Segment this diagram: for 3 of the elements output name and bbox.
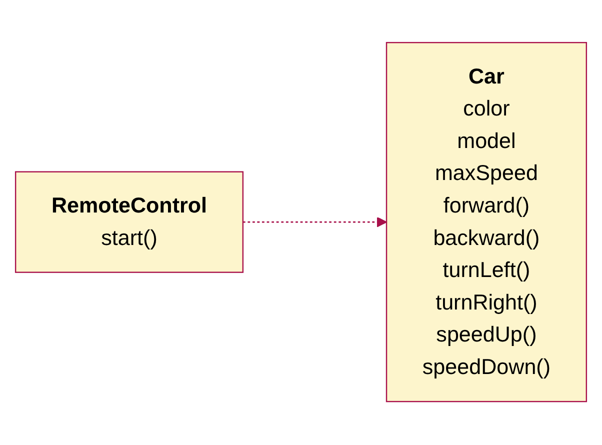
arrow: [242, 217, 387, 228]
node-box: Car color model maxSpeed forward() backward() turnLeft() turnRight() speedUp() speedDown(): [386, 42, 588, 403]
node-box: RemoteControl start(): [14, 172, 244, 274]
